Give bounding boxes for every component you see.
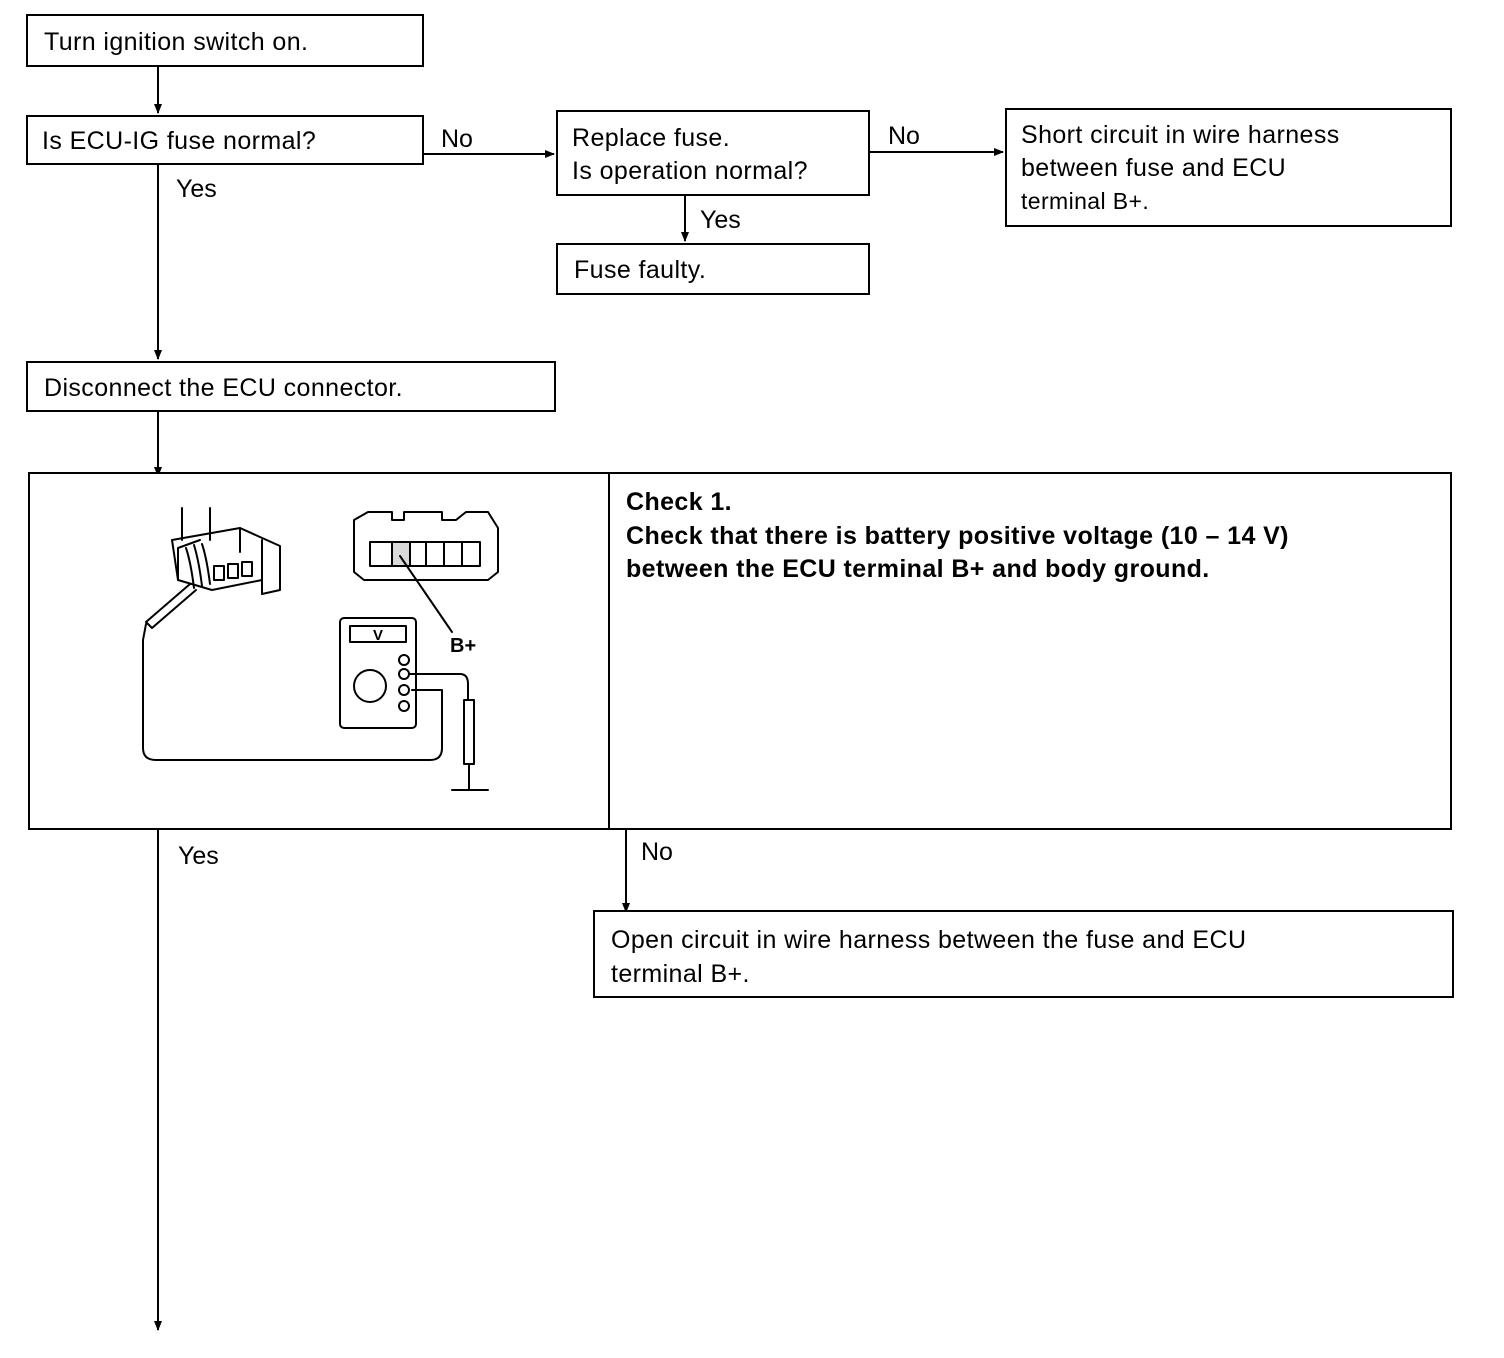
result-fuse-faulty-text: Fuse faulty. — [574, 256, 707, 284]
result-fuse-faulty-box: Fuse faulty. — [556, 243, 870, 295]
check1-line1: Check that there is battery positive vol… — [626, 522, 1289, 550]
step-ignition-text: Turn ignition switch on. — [44, 28, 309, 56]
harness-connector-icon — [171, 507, 281, 595]
step-replace-fuse-box: Replace fuse. Is operation normal? — [556, 110, 870, 196]
result-open-circuit-box: Open circuit in wire harness between the… — [593, 910, 1454, 998]
ecu-connector-icon — [353, 511, 499, 633]
step-replace-fuse-line1: Replace fuse. — [572, 124, 731, 152]
check1-line2: between the ECU terminal B+ and body gro… — [626, 555, 1210, 583]
result-short-circuit-line2: between fuse and ECU — [1021, 154, 1287, 182]
step-replace-fuse-line2: Is operation normal? — [572, 157, 808, 185]
ground-probe-icon — [451, 699, 489, 791]
result-open-circuit-line1: Open circuit in wire harness between the… — [611, 926, 1247, 954]
step-ignition-box: Turn ignition switch on. — [26, 14, 424, 67]
voltmeter-icon — [339, 617, 469, 729]
step-disconnect-text: Disconnect the ECU connector. — [44, 374, 403, 402]
result-open-circuit-line2: terminal B+. — [611, 960, 750, 988]
step-disconnect-box: Disconnect the ECU connector. — [26, 361, 556, 412]
probe-left-icon — [142, 583, 443, 761]
label-fuse-no: No — [441, 125, 473, 153]
label-check-yes: Yes — [178, 842, 219, 870]
label-fuse-yes: Yes — [176, 175, 217, 203]
meter-mode-label: V — [373, 627, 383, 644]
check1-divider — [608, 474, 610, 828]
terminal-b-plus-label: B+ — [450, 635, 476, 657]
label-replace-no: No — [888, 122, 920, 150]
step-fuse-question-box: Is ECU-IG fuse normal? — [26, 115, 424, 165]
label-check-no: No — [641, 838, 673, 866]
step-fuse-question-text: Is ECU-IG fuse normal? — [42, 127, 317, 155]
check1-box: Check 1. Check that there is battery pos… — [28, 472, 1452, 830]
result-short-circuit-line1: Short circuit in wire harness — [1021, 121, 1340, 149]
result-short-circuit-line3: terminal B+. — [1021, 188, 1150, 214]
check1-title: Check 1. — [626, 488, 733, 516]
label-replace-yes: Yes — [700, 206, 741, 234]
result-short-circuit-box: Short circuit in wire harness between fu… — [1005, 108, 1452, 227]
